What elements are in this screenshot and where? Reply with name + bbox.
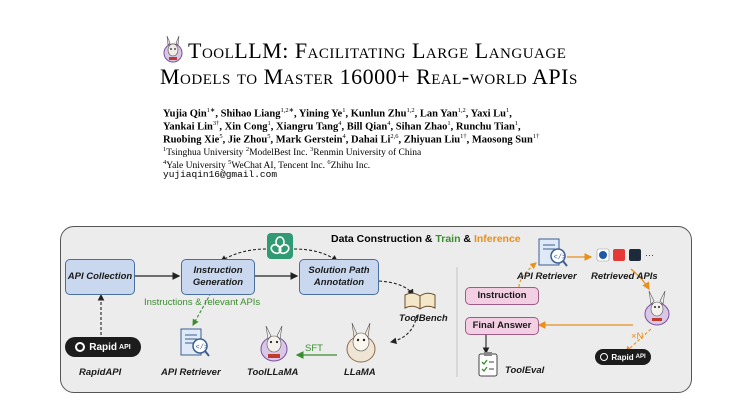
author-affiliation-mark: 1,2 xyxy=(457,107,466,114)
rapidapi-logo-right-text: Rapid xyxy=(611,352,634,362)
author-line-1: Yujia Qin1∗, Shihao Liang1,2∗, Yining Ye… xyxy=(163,107,512,120)
author-name: Ruobing Xie xyxy=(163,134,220,146)
author-name: Zhiyuan Liu xyxy=(403,134,461,146)
affiliations-line-1: 1Tsinghua University 2ModelBest Inc. 3Re… xyxy=(163,144,421,159)
chatgpt-icon xyxy=(267,233,293,259)
author-affiliation-mark: 1,2∗ xyxy=(280,107,295,114)
author-name: Shihao Liang xyxy=(220,108,281,120)
framework-diagram: Data Construction & Train & Inference AP… xyxy=(60,226,692,393)
author-name: Xin Cong xyxy=(224,121,268,133)
author-name: Bill Qian xyxy=(346,121,388,133)
author-name: Yining Ye xyxy=(298,108,343,120)
affiliation-name: Renmin University of China xyxy=(313,148,422,159)
affiliations-line-2: 4Yale University 5WeChat AI, Tencent Inc… xyxy=(163,157,370,172)
author-name: Kunlun Zhu xyxy=(350,108,407,120)
author-affiliation-mark: 4 xyxy=(387,120,391,127)
retrieved-api-icons: ··· xyxy=(595,247,669,263)
author-name: Yaxi Lu xyxy=(470,108,506,120)
author-affiliation-mark: 1,2 xyxy=(406,107,415,114)
svg-text:</>: </> xyxy=(554,254,567,262)
solution-path-annotation-box: Solution Path Annotation xyxy=(299,259,379,295)
title-line-1: ToolLLM: Facilitating Large Language xyxy=(188,38,567,63)
api-retriever-right-doc-icon: </> xyxy=(535,237,569,269)
rapidapi-logo-icon xyxy=(75,342,86,352)
author-affiliation-mark: 4 xyxy=(338,120,342,127)
times-n-note: ×N xyxy=(631,331,644,342)
author-name: Runchu Tian xyxy=(455,121,515,133)
affiliation-mark: 5 xyxy=(228,159,232,166)
author-affiliation-mark: 1† xyxy=(460,133,467,140)
affiliation-mark: 6 xyxy=(327,159,331,166)
affiliation-mark: 1 xyxy=(163,146,167,153)
affiliation-mark: 2 xyxy=(245,146,250,153)
instruction-generation-box: Instruction Generation xyxy=(181,259,255,295)
affiliation-name: Tsinghua University xyxy=(166,148,246,159)
author-affiliation-mark: 2,6 xyxy=(390,133,399,140)
api-retriever-left-label: API Retriever xyxy=(161,367,221,378)
author-name: Sihan Zhao xyxy=(395,121,448,133)
title-line-2: Models to Master 16000+ Real-world APIs xyxy=(160,64,578,89)
affiliation-mark: 4 xyxy=(163,159,167,166)
retrieved-apis-label: Retrieved APIs xyxy=(591,271,658,282)
author-affiliation-mark: 1 xyxy=(267,120,271,127)
affiliation-name: Yale University xyxy=(166,161,229,172)
instruction-box: Instruction xyxy=(465,287,539,305)
author-line-2: Yankai Lin3†, Xin Cong1, Xiangru Tang4, … xyxy=(163,120,521,133)
author-affiliation-mark: 3† xyxy=(212,120,220,127)
author-affiliation-mark: 4 xyxy=(342,133,346,140)
author-name: Mark Gerstein xyxy=(275,134,343,146)
diagram-title-train: Train xyxy=(435,233,461,245)
llama-icon xyxy=(341,319,381,363)
toolllama-label: ToolLLaMA xyxy=(247,367,299,378)
diagram-title-part-1: Data Construction & xyxy=(331,233,436,245)
toolllama-icon xyxy=(257,323,291,363)
author-email: yujiaqin16@gmail.com xyxy=(163,169,278,180)
rapidapi-logo-right-icon xyxy=(600,353,609,361)
author-name: Lan Yan xyxy=(419,108,458,120)
affiliation-name: Zhihu Inc. xyxy=(330,161,371,172)
toolbench-label: ToolBench xyxy=(399,313,448,324)
affiliation-name: ModelBest Inc. xyxy=(249,148,311,159)
author-name: Xiangru Tang xyxy=(276,121,339,133)
author-affiliation-mark: 1∗ xyxy=(206,107,216,114)
affiliation-name: WeChat AI, Tencent Inc. xyxy=(231,161,328,172)
author-affiliation-mark: 5 xyxy=(267,133,271,140)
rapidapi-logo-small: API xyxy=(119,343,131,351)
diagram-title-part-3: & xyxy=(460,233,474,245)
author-affiliation-mark: 1 xyxy=(447,120,451,127)
llama-logo-icon xyxy=(160,34,186,64)
tooleval-clipboard-icon xyxy=(477,351,499,377)
instructions-relevant-apis-note: Instructions & relevant APIs xyxy=(144,297,261,308)
author-affiliation-mark: 5 xyxy=(219,133,223,140)
svg-text:</>: </> xyxy=(196,344,209,352)
author-name: Jie Zhou xyxy=(227,134,268,146)
diagram-title: Data Construction & Train & Inference xyxy=(331,233,521,245)
tooleval-label: ToolEval xyxy=(505,365,545,376)
author-affiliation-mark: 1 xyxy=(505,107,510,114)
toolllama-inference-icon xyxy=(641,289,673,327)
toolbench-book-icon xyxy=(403,291,437,311)
author-line-3: Ruobing Xie5, Jie Zhou5, Mark Gerstein4,… xyxy=(163,133,540,146)
svg-text:···: ··· xyxy=(645,250,654,260)
affiliation-mark: 3 xyxy=(310,146,314,153)
diagram-title-inference: Inference xyxy=(473,233,521,245)
author-name: Dahai Li xyxy=(350,134,391,146)
llama-label: LLaMA xyxy=(344,367,376,378)
author-name: Yankai Lin xyxy=(163,121,213,133)
rapidapi-logo-right-small: API xyxy=(635,354,646,360)
author-affiliation-mark: 1 xyxy=(342,107,346,114)
rapidapi-logo-text: Rapid xyxy=(89,341,118,353)
sft-note: SFT xyxy=(305,343,323,354)
author-affiliation-mark: 1 xyxy=(514,120,519,127)
api-retriever-doc-icon: </> xyxy=(177,327,211,359)
api-collection-box: API Collection xyxy=(65,259,135,295)
author-affiliation-mark: 1† xyxy=(532,133,540,140)
author-name: Yujia Qin xyxy=(163,108,207,120)
rapidapi-label: RapidAPI xyxy=(79,367,122,378)
final-answer-box: Final Answer xyxy=(465,317,539,335)
author-name: Maosong Sun xyxy=(471,134,533,146)
api-retriever-right-label: API Retriever xyxy=(517,271,577,282)
